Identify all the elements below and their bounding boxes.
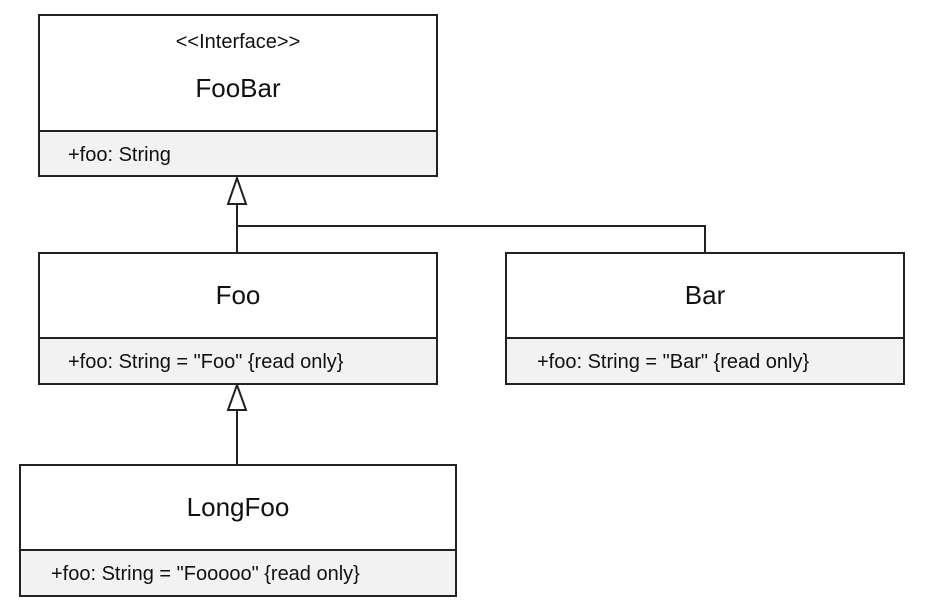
class-foo[interactable]: Foo +foo: String = "Foo" {read only} (38, 252, 438, 385)
generalization-line-bar-foobar (237, 225, 706, 252)
class-bar-name: Bar (684, 280, 726, 310)
class-foobar-attributes: +foo: String (40, 132, 436, 175)
class-longfoo-attribute: +foo: String = "Fooooo" {read only} (51, 563, 360, 585)
class-bar-attributes: +foo: String = "Bar" {read only} (507, 339, 903, 383)
class-foo-name: Foo (215, 280, 261, 310)
class-foobar-stereotype: <<Interface>> (175, 31, 301, 53)
class-bar-header: Bar (507, 254, 903, 339)
class-foo-attribute: +foo: String = "Foo" {read only} (68, 351, 344, 373)
generalization-arrowhead-foobar (226, 174, 248, 205)
class-bar[interactable]: Bar +foo: String = "Bar" {read only} (505, 252, 905, 385)
class-longfoo[interactable]: LongFoo +foo: String = "Fooooo" {read on… (19, 464, 457, 597)
generalization-arrowhead-foo (226, 382, 248, 411)
class-bar-attribute: +foo: String = "Bar" {read only} (537, 351, 810, 373)
class-foobar-name: FooBar (195, 73, 281, 103)
class-foobar-attribute: +foo: String (68, 144, 171, 166)
class-foobar[interactable]: <<Interface>> FooBar +foo: String (38, 14, 438, 177)
class-longfoo-attributes: +foo: String = "Fooooo" {read only} (21, 551, 455, 595)
class-foo-header: Foo (40, 254, 436, 339)
class-foo-attributes: +foo: String = "Foo" {read only} (40, 339, 436, 383)
class-longfoo-name: LongFoo (186, 492, 290, 522)
class-longfoo-header: LongFoo (21, 466, 455, 551)
class-foobar-header: <<Interface>> FooBar (40, 16, 436, 132)
